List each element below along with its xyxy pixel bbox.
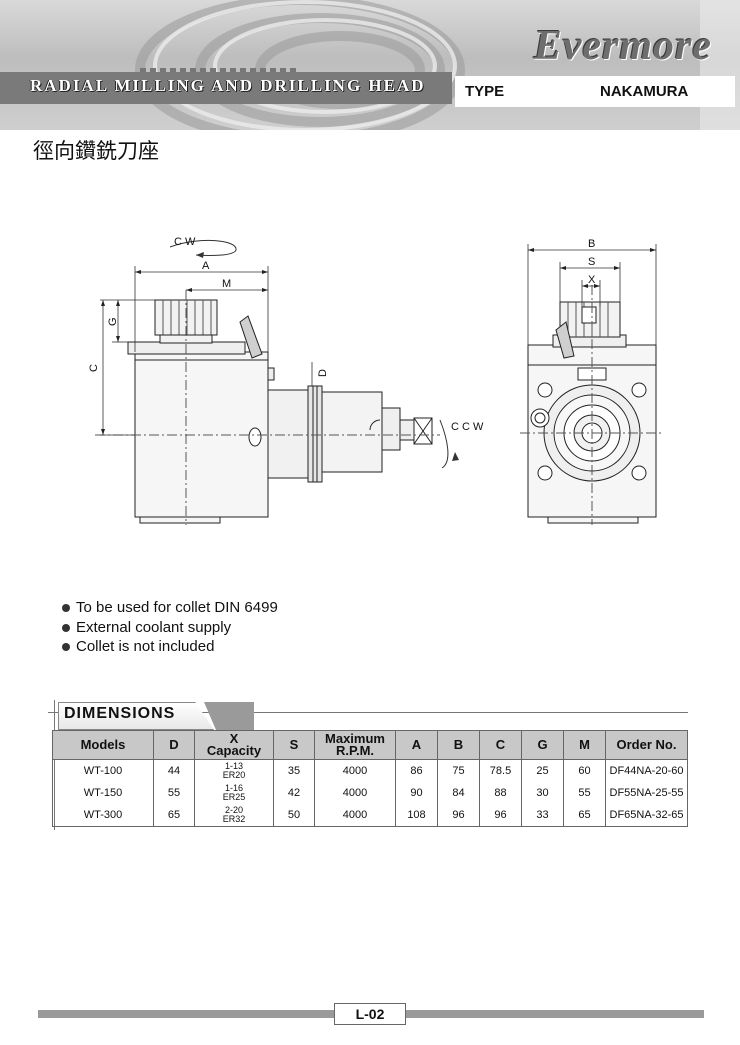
cell-capacity-collet: ER20 <box>222 770 246 780</box>
feature-item: External coolant supply <box>60 618 278 638</box>
type-label: TYPE <box>465 83 505 100</box>
label-cw: C W <box>174 236 196 248</box>
col-s: S <box>273 730 315 760</box>
cell-capacity-collet: ER25 <box>222 792 246 802</box>
cell-capacity-range: 1-13 <box>224 761 243 771</box>
cell-a: 90 <box>395 782 438 804</box>
cell-order-no: DF55NA-25-55 <box>605 782 688 804</box>
cell-order-no: DF65NA-32-65 <box>605 804 688 827</box>
page-title: RADIAL MILLING AND DRILLING HEAD <box>30 76 426 95</box>
cell-g: 33 <box>521 804 564 827</box>
col-order-no: Order No. <box>605 730 688 760</box>
dimensions-rule <box>48 712 688 713</box>
cell-a: 86 <box>395 759 438 782</box>
label-d: D <box>317 369 329 377</box>
label-ccw: C C W <box>451 421 484 433</box>
side-shaft <box>267 389 309 479</box>
cell-model: WT-300 <box>52 804 154 827</box>
table-header-row: Models D X Capacity S Maximum R.P.M. A B… <box>52 730 688 760</box>
label-a: A <box>202 260 210 272</box>
cell-d: 55 <box>153 782 195 804</box>
cell-b: 75 <box>437 759 480 782</box>
label-m: M <box>222 278 231 290</box>
col-rpm-top: Maximum <box>325 731 385 746</box>
page-header: Evermore <box>0 0 740 130</box>
col-c: C <box>479 730 522 760</box>
col-x-capacity: X Capacity <box>194 730 274 760</box>
feature-item: Collet is not included <box>60 637 278 657</box>
cell-order-no: DF44NA-20-60 <box>605 759 688 782</box>
col-x-bottom: Capacity <box>206 743 262 758</box>
chinese-subtitle: 徑向鑽銑刀座 <box>33 139 159 163</box>
label-b: B <box>588 238 595 250</box>
cell-d: 65 <box>153 804 195 827</box>
cell-c: 96 <box>479 804 522 827</box>
cell-rpm: 4000 <box>314 804 396 827</box>
col-x-top: X <box>229 731 239 746</box>
cell-b: 96 <box>437 804 480 827</box>
col-models: Models <box>52 730 154 760</box>
cell-m: 65 <box>563 804 606 827</box>
cell-s: 50 <box>273 804 315 827</box>
dimensions-tab-shade <box>204 702 254 730</box>
cell-model: WT-100 <box>52 759 154 782</box>
dimensions-section: DIMENSIONS <box>48 700 688 840</box>
cell-c: 78.5 <box>479 759 522 782</box>
cell-s: 42 <box>273 782 315 804</box>
feature-list: To be used for collet DIN 6499 External … <box>60 598 278 657</box>
cell-capacity-range: 2-20 <box>224 805 243 815</box>
cell-capacity-range: 1-16 <box>224 783 243 793</box>
label-g: G <box>107 317 119 326</box>
type-value: NAKAMURA <box>600 83 689 100</box>
col-max-rpm: Maximum R.P.M. <box>314 730 396 760</box>
cell-b: 84 <box>437 782 480 804</box>
dimensions-tab <box>58 702 214 730</box>
cell-m: 60 <box>563 759 606 782</box>
dimensions-title: DIMENSIONS <box>64 705 176 722</box>
cell-s: 35 <box>273 759 315 782</box>
col-b: B <box>437 730 480 760</box>
label-s: S <box>588 256 595 268</box>
technical-drawing: C W A M G C D C C W B S X <box>88 236 662 525</box>
dimensions-table: Models D X Capacity S Maximum R.P.M. A B… <box>52 730 688 827</box>
cell-a: 108 <box>395 804 438 827</box>
header-dots <box>140 68 300 72</box>
col-d: D <box>153 730 195 760</box>
cell-model: WT-150 <box>52 782 154 804</box>
cell-capacity-collet: ER32 <box>222 814 246 824</box>
cell-d: 44 <box>153 759 195 782</box>
col-m: M <box>563 730 606 760</box>
type-box <box>455 76 735 107</box>
cell-rpm: 4000 <box>314 782 396 804</box>
label-c: C <box>88 364 100 372</box>
cell-c: 88 <box>479 782 522 804</box>
brand-logo: Evermore <box>533 23 712 69</box>
col-rpm-bottom: R.P.M. <box>335 743 375 758</box>
page-number: L-02 <box>334 1003 406 1025</box>
cell-g: 25 <box>521 759 564 782</box>
cell-rpm: 4000 <box>314 759 396 782</box>
title-banner <box>0 72 452 104</box>
feature-item: To be used for collet DIN 6499 <box>60 598 278 618</box>
label-x: X <box>588 274 596 286</box>
col-a: A <box>395 730 438 760</box>
col-g: G <box>521 730 564 760</box>
cell-g: 30 <box>521 782 564 804</box>
cell-m: 55 <box>563 782 606 804</box>
